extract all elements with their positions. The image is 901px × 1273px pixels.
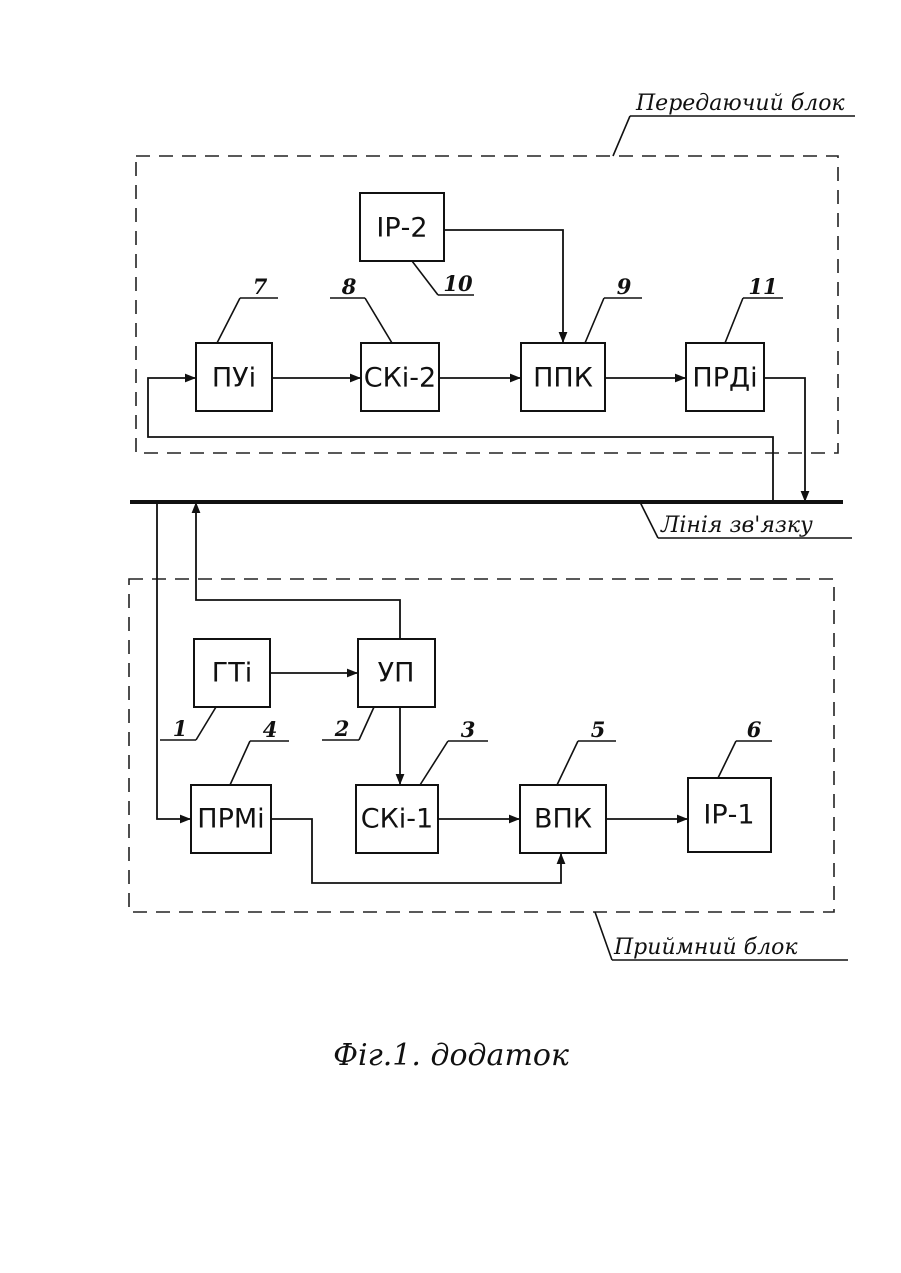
block-prmi-label: ПРМі [197,804,264,835]
block-vpk-label: ВПК [534,804,592,835]
svg-text:8: 8 [341,274,357,299]
block-pui: ПУі [196,343,272,411]
block-ski1-label: СКі-1 [361,804,433,835]
block-ir1: ІР-1 [688,778,771,852]
block-ir1-label: ІР-1 [703,800,754,831]
block-pui-label: ПУі [212,363,256,394]
ref-1: 1 [160,707,216,741]
ref-7: 7 [217,274,278,343]
ref-11: 11 [725,274,783,343]
ref-6: 6 [718,717,772,778]
ref-9: 9 [585,274,642,343]
block-ski1: СКі-1 [356,785,438,853]
block-gti: ГТі [194,639,270,707]
line-caption-leader [640,502,658,538]
svg-text:7: 7 [253,274,268,299]
receiver-frame [129,579,834,912]
ref-4: 4 [230,717,289,785]
ref-5: 5 [557,717,616,785]
transmitter-caption-leader [613,116,630,156]
svg-text:9: 9 [617,274,632,299]
figure-caption: Фіг.1. додаток [333,1038,569,1073]
svg-text:3: 3 [461,717,476,742]
block-prdi-label: ПРДі [692,363,757,394]
block-gti-label: ГТі [212,658,252,689]
block-ski2-label: СКі-2 [364,363,436,394]
svg-text:6: 6 [747,717,762,742]
svg-text:2: 2 [334,716,350,741]
block-prdi: ПРДі [686,343,764,411]
line-caption: Лінія зв'язку [660,513,813,538]
svg-text:1: 1 [173,716,188,741]
block-ppk-label: ППК [533,363,593,394]
block-ir2-label: ІР-2 [376,213,427,244]
transmitter-caption: Передаючий блок [635,91,845,116]
wire-up-line [196,502,400,639]
receiver-caption: Приймний блок [613,935,798,960]
ref-10: 10 [412,261,474,296]
block-ppk: ППК [521,343,605,411]
ref-8: 8 [330,274,392,343]
block-prmi: ПРМі [191,785,271,853]
block-up: УП [358,639,435,707]
block-up-label: УП [378,658,415,689]
block-ski2: СКі-2 [361,343,439,411]
svg-text:5: 5 [591,717,606,742]
wire-prdi-line [764,378,805,502]
svg-text:4: 4 [263,717,278,742]
block-vpk: ВПК [520,785,606,853]
ref-2: 2 [322,707,374,741]
svg-text:10: 10 [443,271,473,296]
svg-text:11: 11 [748,274,777,299]
block-ir2: ІР-2 [360,193,444,261]
receiver-caption-leader [595,912,612,960]
wire-line-prmi [157,502,191,819]
ref-3: 3 [420,717,488,785]
